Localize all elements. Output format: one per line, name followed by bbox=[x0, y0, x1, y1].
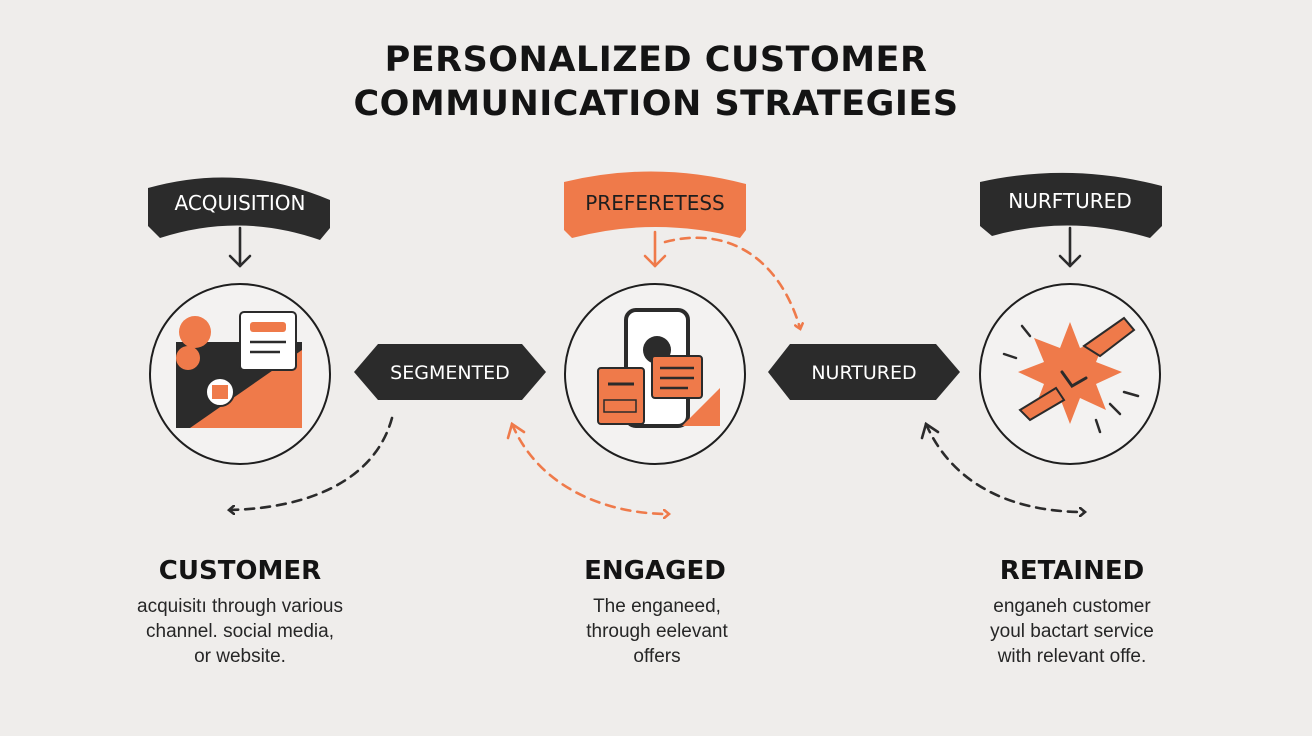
title-line-1: PERSONALIZED CUSTOMER bbox=[384, 40, 928, 80]
stage-description-customer-line-3: or website. bbox=[194, 646, 286, 667]
stage-description-retained-line-3: with relevant offe. bbox=[997, 646, 1147, 667]
banner-nurtured-label: NURFTURED bbox=[1008, 189, 1131, 213]
connector-segmented: SEGMENTED bbox=[354, 344, 546, 400]
stage-description-engaged-line-2: through eelevant bbox=[586, 621, 728, 642]
dashed-arrow-right bbox=[924, 422, 1084, 512]
connector-nurtured-label: NURTURED bbox=[811, 362, 916, 384]
stage-description-customer-line-2: channel. social media, bbox=[146, 621, 334, 642]
envelope-document-icon bbox=[176, 311, 302, 428]
down-arrow-left bbox=[228, 226, 252, 268]
stage-heading-retained: RETAINED bbox=[999, 556, 1145, 586]
dashed-arrow-center bbox=[510, 422, 668, 514]
connector-segmented-label: SEGMENTED bbox=[390, 362, 510, 384]
stage-description-customer-line-1: acquisitı through various bbox=[137, 596, 343, 617]
stage-description-retained-line-1: enganeh customer bbox=[993, 596, 1151, 617]
stage-heading-customer: CUSTOMER bbox=[158, 556, 322, 586]
title-line-2: COMMUNICATION STRATEGIES bbox=[353, 84, 959, 124]
banner-acquisition: ACQUISITION bbox=[148, 177, 330, 240]
down-arrow-right bbox=[1058, 226, 1082, 268]
banner-acquisition-label: ACQUISITION bbox=[175, 191, 306, 215]
down-arrow-center bbox=[643, 230, 667, 268]
curved-arrow-top bbox=[663, 236, 800, 328]
banner-preferences-label: PREFERETESS bbox=[585, 191, 725, 215]
stage-description-retained-line-2: youl bactart service bbox=[990, 621, 1154, 642]
stage-heading-engaged: ENGAGED bbox=[584, 556, 726, 586]
stage-description-engaged-line-3: offers bbox=[633, 646, 681, 667]
smartphone-ticket-icon bbox=[597, 308, 720, 428]
dashed-arrow-left bbox=[230, 416, 394, 510]
banner-preferences: PREFERETESS bbox=[564, 171, 746, 238]
stage-description-engaged-line-1: The enganeed, bbox=[593, 596, 721, 617]
burst-handshake-icon bbox=[1002, 316, 1140, 434]
arrowhead-right-up bbox=[920, 421, 940, 440]
arrowhead-center-up bbox=[506, 421, 526, 440]
connector-nurtured: NURTURED bbox=[768, 344, 960, 400]
banner-nurtured: NURFTURED bbox=[980, 172, 1162, 238]
